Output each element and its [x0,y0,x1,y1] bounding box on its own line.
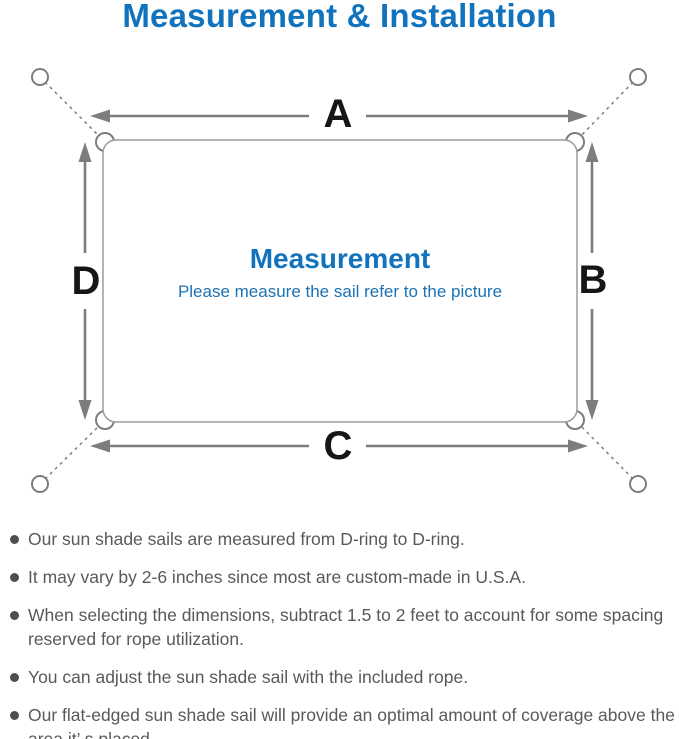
sail-rectangle [102,139,578,423]
dimension-arrow-b [585,142,599,420]
notes-list: Our sun shade sails are measured from D-… [10,527,675,739]
tether-lines [39,76,639,485]
note-item-1: Our sun shade sails are measured from D-… [10,527,675,551]
dimension-label-b: B [578,258,608,302]
note-item-2: It may vary by 2-6 inches since most are… [10,565,675,589]
diagram-caption: Please measure the sail refer to the pic… [177,282,503,301]
anchor-point-icons [31,68,647,493]
dimension-arrow-c [90,439,588,453]
dimension-arrow-d [78,142,92,420]
note-text: You can adjust the sun shade sail with t… [28,667,469,687]
sail-diagram-graphic [31,68,647,493]
note-text: Our sun shade sails are measured from D-… [28,529,465,549]
bullet-icon [10,711,19,720]
note-item-4: You can adjust the sun shade sail with t… [10,665,675,689]
bullet-icon [10,573,19,582]
diagram-center-text: Measurement Please measure the sail refe… [103,243,577,302]
page-title: Measurement & Installation [122,0,557,34]
note-text: Our flat-edged sun shade sail will provi… [28,705,675,739]
dimension-label-c: C [323,424,353,468]
bullet-icon [10,535,19,544]
note-item-5: Our flat-edged sun shade sail will provi… [10,703,675,739]
bullet-icon [10,611,19,620]
note-text: When selecting the dimensions, subtract … [28,605,664,649]
note-text: It may vary by 2-6 inches since most are… [28,567,526,587]
bullet-icon [10,673,19,682]
diagram-heading: Measurement [249,243,431,274]
note-item-3: When selecting the dimensions, subtract … [10,603,675,651]
dimension-label-a: A [323,92,353,136]
dimension-label-d: D [71,259,101,303]
dimension-arrow-a [90,109,588,123]
